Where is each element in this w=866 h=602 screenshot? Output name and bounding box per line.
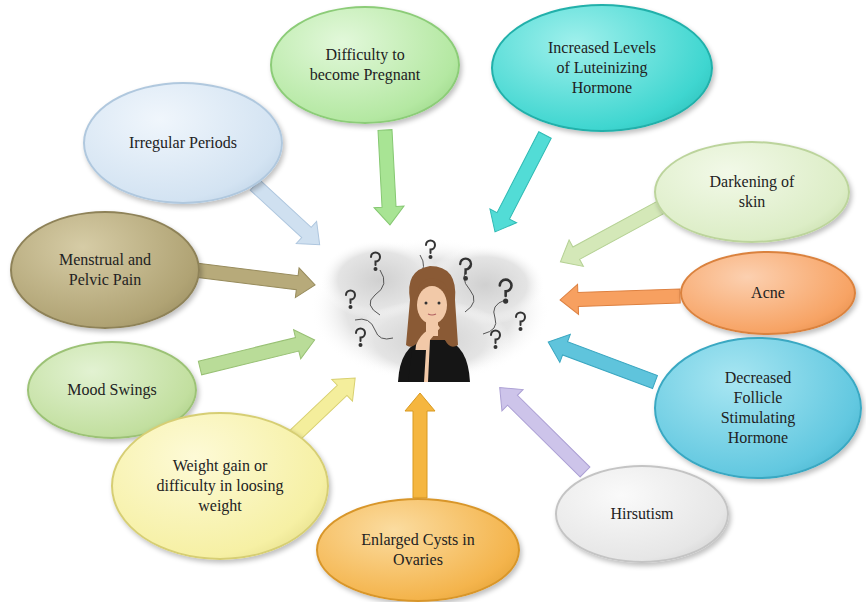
arrow xyxy=(405,393,435,498)
arrow xyxy=(489,377,595,483)
arrow xyxy=(193,255,317,300)
arrow xyxy=(482,128,559,239)
symptom-bubble: Difficulty to become Pregnant xyxy=(270,6,460,124)
arrow xyxy=(560,281,681,315)
symptom-label: Mood Swings xyxy=(67,380,156,400)
girl-figure xyxy=(398,266,470,382)
symptom-label: Darkening of skin xyxy=(697,172,807,212)
symptom-label: Acne xyxy=(751,283,785,303)
arrow xyxy=(543,328,660,396)
arrow xyxy=(196,325,318,382)
symptom-bubble: Menstrual and Pelvic Pain xyxy=(10,211,200,329)
symptom-label: Weight gain or difficulty in loosing wei… xyxy=(155,456,285,516)
symptom-label: Decreased Follicle Stimulating Hormone xyxy=(708,368,808,448)
symptom-label: Hirsutism xyxy=(610,504,673,524)
thought-cloud xyxy=(310,238,550,382)
symptom-bubble: Weight gain or difficulty in loosing wei… xyxy=(111,412,329,560)
symptom-bubble: Enlarged Cysts in Ovaries xyxy=(316,498,520,602)
symptom-bubble: Increased Levels of Luteinizing Hormone xyxy=(491,4,713,132)
arrow xyxy=(245,174,330,256)
symptom-label: Difficulty to become Pregnant xyxy=(305,45,425,85)
symptom-bubble: Decreased Follicle Stimulating Hormone xyxy=(654,337,862,479)
symptom-bubble: Irregular Periods xyxy=(83,82,283,204)
arrow xyxy=(370,129,405,225)
symptom-label: Menstrual and Pelvic Pain xyxy=(45,250,165,290)
symptom-bubble: Acne xyxy=(680,251,856,335)
symptom-label: Increased Levels of Luteinizing Hormone xyxy=(542,38,662,98)
symptom-bubble: Hirsutism xyxy=(555,465,729,563)
symptom-label: Irregular Periods xyxy=(129,133,237,153)
symptom-label: Enlarged Cysts in Ovaries xyxy=(358,530,478,570)
arrow xyxy=(553,192,672,275)
symptom-bubble: Darkening of skin xyxy=(654,141,850,243)
